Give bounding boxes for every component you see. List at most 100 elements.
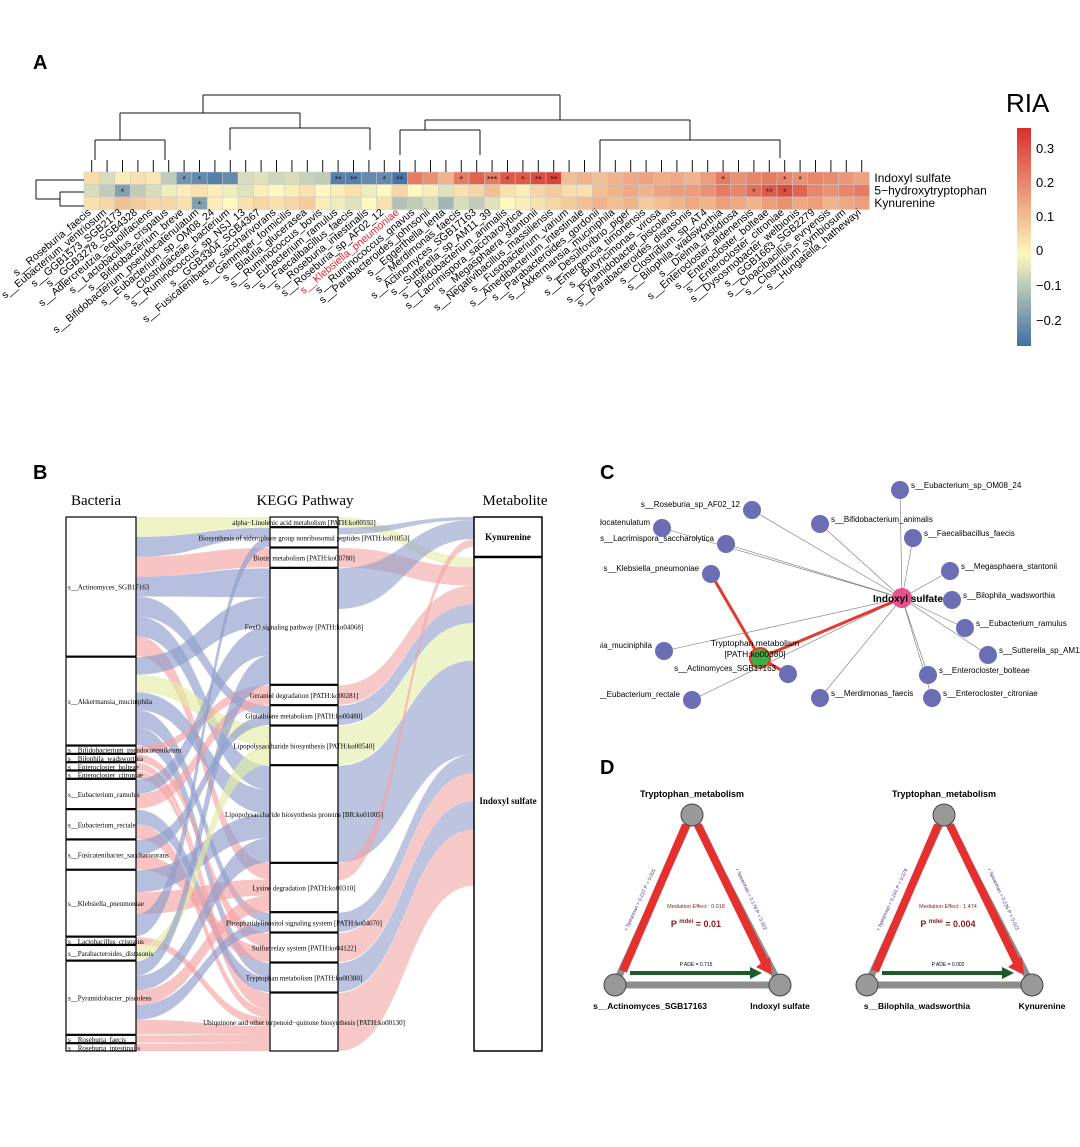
- heatmap-cell: [253, 171, 270, 185]
- mediation-node: [603, 973, 627, 997]
- significance-star: *: [783, 187, 787, 197]
- sankey-metabolite-node: [473, 516, 543, 558]
- heatmap-cell: [160, 184, 177, 198]
- network-node-label: s__Merdimonas_faecis: [831, 689, 913, 698]
- mediation-node: [855, 973, 879, 997]
- sankey-pathway-label: Glutathione metabolism [PATH:ko00480]: [245, 712, 362, 720]
- significance-star: ***: [487, 175, 498, 185]
- heatmap-cell: [376, 184, 393, 198]
- panel-label-b: B: [33, 462, 48, 484]
- heatmap-cell: [653, 171, 670, 185]
- sankey-bacteria-label: s__Eubacterium_rectale: [68, 821, 136, 829]
- significance-star: **: [766, 187, 774, 197]
- significance-star: **: [396, 175, 404, 185]
- heatmap-cell: [468, 171, 485, 185]
- sankey-bacteria-node: [65, 960, 137, 1035]
- heatmap-cell: [360, 171, 377, 185]
- mediation-effect-label: Mediation Effect : 0.018: [667, 904, 725, 910]
- sankey-flow: [136, 922, 270, 1020]
- mediation-node: [932, 803, 956, 827]
- heatmap-cell: [160, 171, 177, 185]
- network-node-label: s__Megasphaera_stantonii: [961, 562, 1057, 571]
- sankey-pathway-node: [269, 862, 339, 913]
- sankey-pathway-node: [269, 705, 339, 726]
- sankey-bacteria-node: [65, 839, 137, 870]
- network-bacteria-node: [943, 591, 961, 609]
- sankey-bacteria-label: s__Enterocloster_citroniae: [68, 772, 143, 780]
- sankey-pathway-node: [269, 547, 339, 568]
- mediation-triangle: Tryptophan_metabolisms__Actinomyces_SGB1…: [593, 789, 810, 1011]
- heatmap-cell: [807, 171, 824, 185]
- sankey-pathway-label: Phosphatidylinositol signaling system [P…: [226, 919, 382, 927]
- network-node-label: s__Bifidobacterium_pseudocatenulatum: [600, 518, 650, 527]
- sankey-bacteria-title: Bacteria: [71, 493, 121, 509]
- heatmap-cell: [822, 184, 839, 198]
- network-node-label: s__Eubacterium_ramulus: [976, 619, 1067, 628]
- sankey-bacteria-node: [65, 762, 137, 771]
- heatmap-cell: [468, 184, 485, 198]
- network-node-label: s__Bifidobacterium_animalis: [831, 515, 933, 524]
- sankey-flow: [338, 517, 474, 535]
- sankey-pathway-node: [269, 725, 339, 766]
- sankey-pathway-node: [269, 962, 339, 993]
- heatmap-cell: [222, 184, 239, 198]
- network-node-label: s__Enterocloster_citroniae: [943, 689, 1038, 698]
- heatmap-cell: [237, 171, 254, 185]
- mediation-ade-label: P ADE = 0.002: [932, 962, 965, 968]
- heatmap-cell: [838, 184, 855, 198]
- significance-star: *: [752, 187, 756, 197]
- network-bacteria-node: [956, 619, 974, 637]
- significance-star: *: [383, 175, 387, 185]
- heatmap-cell: [607, 184, 624, 198]
- sankey-bacteria-label: s__Pyramidobacter_piscolens: [68, 995, 152, 1003]
- sankey-bacteria-label: s__Klebsiella_pneumoniae: [68, 900, 144, 908]
- legend-colorbar: [1017, 128, 1031, 346]
- sankey-metabolite-label: Indoxyl sulfate: [479, 796, 536, 806]
- mediation-direct-arrowhead: [750, 967, 762, 979]
- network-bacteria-node: [919, 666, 937, 684]
- heatmap-cell: [391, 184, 408, 198]
- mediation-direct-arrowhead: [1002, 967, 1014, 979]
- mediation-path-b: [694, 823, 770, 967]
- network-edge: [901, 537, 914, 599]
- heatmap-row-label: 5−hydroxytryptophan: [874, 184, 986, 198]
- panel-label-d: D: [600, 757, 615, 779]
- sankey-pathway-label: Biotin metabolism [PATH:ko00780]: [253, 555, 355, 563]
- heatmap-cell: [684, 184, 701, 198]
- sankey-bacteria-label: s__Fusicatenibacter_saccharivorans: [68, 852, 169, 860]
- panel-label-c: C: [600, 462, 615, 484]
- sankey-flow: [136, 626, 270, 794]
- heatmap-cell: [407, 184, 424, 198]
- heatmap-cell: [607, 171, 624, 185]
- network-edge: [661, 527, 903, 599]
- sankey-flow: [338, 660, 474, 863]
- heatmap-cell: [853, 171, 870, 185]
- network-bacteria-node: [653, 519, 671, 537]
- sankey-bacteria-node: [65, 753, 137, 763]
- network-node-label: s__Eubacterium_sp_OM08_24: [911, 481, 1022, 490]
- sankey-bacteria-label: s__Actinomyces_SGB17163: [68, 584, 150, 592]
- heatmap-cell: [191, 184, 208, 198]
- legend-tick-label: 0.3: [1036, 141, 1054, 156]
- significance-star: *: [182, 175, 186, 185]
- network-node-label: s__Enterocloster_bolteae: [939, 666, 1030, 675]
- network-bacteria-node: [979, 646, 997, 664]
- sankey-kegg-title: KEGG Pathway: [256, 493, 354, 509]
- mediation-node: [1020, 973, 1044, 997]
- network-bacteria-node: [811, 515, 829, 533]
- sankey-pathway-label: Biosynthesis of siderophore group nonrib…: [198, 534, 409, 542]
- heatmap-cell: [129, 171, 146, 185]
- heatmap-row-label: Kynurenine: [874, 196, 935, 210]
- sankey-pathway-label: Ubiquinone and other terpenoid−quinone b…: [203, 1019, 405, 1027]
- sankey-flow: [338, 754, 474, 932]
- sankey-pathway-node: [269, 765, 339, 863]
- heatmap-cell: [638, 171, 655, 185]
- heatmap-cell: [299, 184, 316, 198]
- network-bacteria-node: [717, 535, 735, 553]
- network-bacteria-node: [655, 642, 673, 660]
- mediation-effect-label: Mediation Effect : 1.474: [919, 904, 977, 910]
- sankey-flow: [338, 801, 474, 992]
- mediation-panel: Tryptophan_metabolisms__Actinomyces_SGB1…: [593, 789, 1066, 1011]
- sankey-flow: [136, 527, 270, 557]
- sankey-flow: [136, 596, 270, 716]
